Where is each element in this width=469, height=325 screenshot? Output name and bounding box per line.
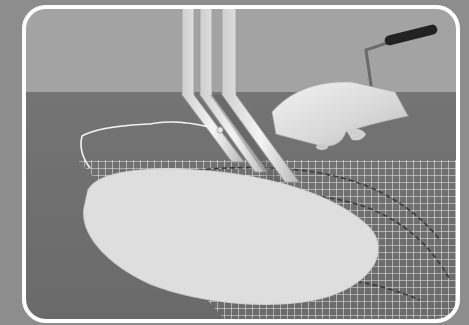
panel-border <box>22 5 460 323</box>
sensor-tip <box>216 126 224 134</box>
vertical-pipes <box>181 7 300 183</box>
wall <box>24 7 458 93</box>
mortar-drip <box>346 128 366 141</box>
poured-mortar <box>83 168 379 306</box>
mortar-drop <box>316 144 328 150</box>
trowel-handle-grip <box>384 24 438 46</box>
trowel <box>271 24 438 150</box>
sensor-wire <box>80 121 221 169</box>
trowel-shaft <box>364 40 391 93</box>
scene <box>24 7 458 321</box>
